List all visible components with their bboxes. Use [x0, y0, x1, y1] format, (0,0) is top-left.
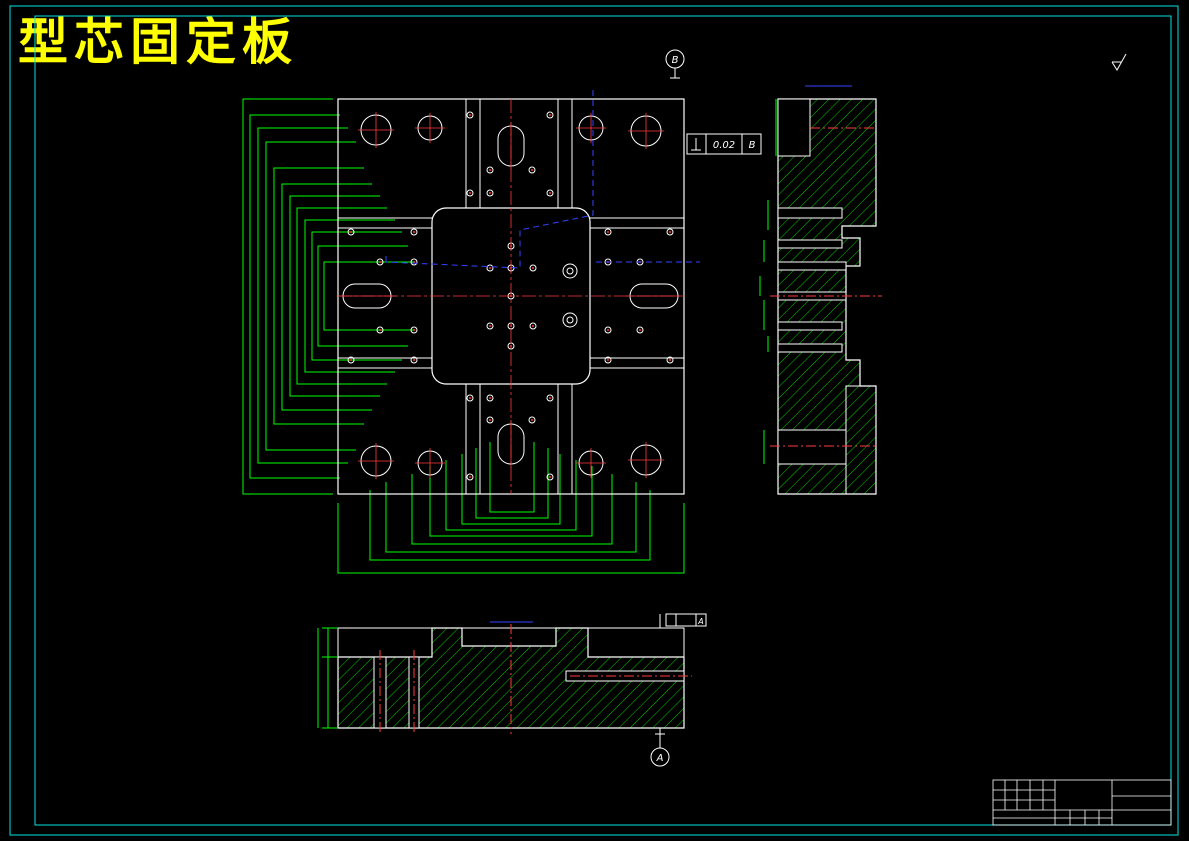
par-datum: A [697, 617, 703, 626]
bottom-section-view: A A [317, 613, 707, 767]
perp-tolerance: 0.02 [713, 140, 735, 151]
parallelism-frame: A [659, 613, 707, 628]
side-section-view [770, 85, 882, 495]
datum-a-label: A [656, 753, 664, 764]
perpendicularity-frame: 0.02 B [686, 133, 762, 155]
title-block [992, 779, 1172, 826]
dimension-lines [242, 98, 777, 574]
datum-b-label: B [672, 55, 679, 66]
drawing-title: 型芯固定板 [18, 12, 298, 71]
inner-border [34, 15, 1172, 826]
perp-datum: B [749, 140, 756, 151]
roughness-symbol [1111, 53, 1127, 71]
outer-border [9, 5, 1179, 836]
section-lines [385, 90, 700, 269]
plan-view: B 0.02 B [242, 49, 777, 574]
